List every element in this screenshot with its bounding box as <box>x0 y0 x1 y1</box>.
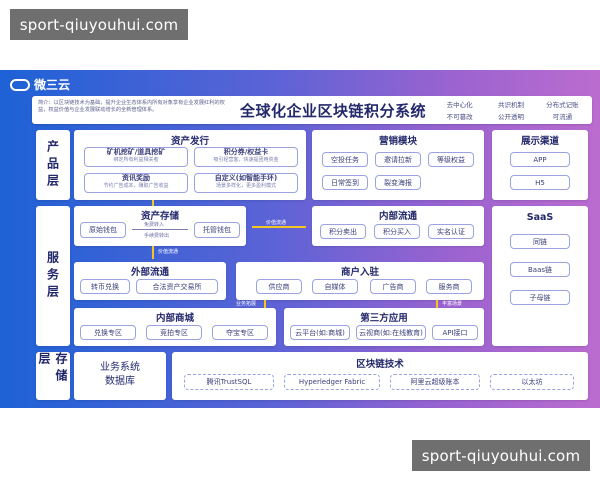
merchant-item: 自媒体 <box>312 279 358 294</box>
mall-item: 夺宝专区 <box>212 325 268 340</box>
saas-item: 同链 <box>510 234 570 249</box>
tag: 去中心化 <box>446 101 473 109</box>
arrow-label: 价值流通 <box>158 249 179 255</box>
diagram-title: 全球化企业区块链积分系统 <box>240 102 427 120</box>
tag: 可流通 <box>552 113 573 121</box>
flow-arrow-down <box>152 246 154 259</box>
internal-mall-panel: 内部商城 兑换专区 竞拍专区 夺宝专区 <box>74 308 276 346</box>
asset-issue-panel: 资产发行 矿机挖矿/道具挖矿绑定所有利益相关者 积分券/权益卡吸引经营客，快速提… <box>74 130 306 200</box>
panel-title: 商户入驻 <box>340 267 379 278</box>
business-db-panel: 业务系统 数据库 <box>74 352 166 400</box>
feature-tags: 去中心化 共识机制 分布式记账 不可篡改 公开透明 可流通 <box>434 99 588 121</box>
flow-arrow-down <box>436 300 438 308</box>
mall-item: 竞拍专区 <box>146 325 202 340</box>
third-party-panel: 第三方应用 云平台(如:商城) 云视商(如:在线教育) API接口 <box>284 308 484 346</box>
third-party-item: 云视商(如:在线教育) <box>356 325 426 340</box>
panel-title: 资产发行 <box>170 136 209 147</box>
architecture-diagram: 微三云 简介：以区块链技术为基础，提升企业生态体系内所有对象享有企业发展红利的权… <box>0 70 600 408</box>
header-description: 简介：以区块链技术为基础，提升企业生态体系内所有对象享有企业发展红利的权益，权益… <box>38 100 225 113</box>
saas-item: 子母链 <box>510 290 570 305</box>
db-sub: 数据库 <box>105 376 135 387</box>
transfer-arrows <box>132 229 188 230</box>
circulation-item: 积分买入 <box>374 224 420 239</box>
arrow-label: 丰富场景 <box>442 301 463 307</box>
merchant-panel: 商户入驻 供应商 自媒体 广告商 服务商 <box>236 262 484 300</box>
blockchain-item: 腾讯TrustSQL <box>184 374 274 390</box>
saas-item: Baas链 <box>510 262 570 277</box>
blockchain-item: 以太坊 <box>490 374 574 390</box>
panel-title: 外部流通 <box>130 267 169 278</box>
blockchain-panel: 区块链技术 腾讯TrustSQL Hyperledger Fabric 阿里云超… <box>172 352 588 400</box>
watermark-top: sport-qiuyouhui.com <box>10 9 188 40</box>
panel-title: 展示渠道 <box>520 136 559 147</box>
row-label-storage: 存储层 <box>36 352 70 400</box>
tag: 分布式记账 <box>546 101 579 109</box>
marketing-item: 裂变海报 <box>375 175 421 190</box>
logo-text: 微三云 <box>34 78 71 92</box>
marketing-item: 等级权益 <box>428 152 474 167</box>
external-item: 转币兑换 <box>80 279 130 294</box>
mall-item: 兑换专区 <box>80 325 136 340</box>
row-label-product: 产品层 <box>36 130 70 200</box>
saas-panel: SaaS 同链 Baas链 子母链 <box>492 206 588 346</box>
merchant-item: 供应商 <box>256 279 302 294</box>
merchant-item: 服务商 <box>426 279 472 294</box>
blockchain-item: 阿里云超级账本 <box>390 374 480 390</box>
circulation-item: 积分卖出 <box>320 224 366 239</box>
logo-cloud-icon <box>10 78 30 91</box>
external-circulation-panel: 外部流通 转币兑换 合法资产交易所 <box>74 262 226 300</box>
flow-arrow-down <box>152 200 154 206</box>
panel-title: SaaS <box>526 212 554 223</box>
tag: 不可篡改 <box>446 113 473 121</box>
arrow-label: 价值流通 <box>266 220 287 226</box>
storage-note: 手续费转出 <box>144 233 170 239</box>
asset-item: 积分券/权益卡吸引经营客，快速提团用资金 <box>194 147 298 167</box>
merchant-item: 广告商 <box>370 279 416 294</box>
channel-item: APP <box>510 152 570 167</box>
asset-item: 资讯奖励节约广告成本，赚取广告收益 <box>84 173 188 193</box>
internal-circulation-panel: 内部流通 积分卖出 积分买入 实名认证 <box>312 206 484 246</box>
wallet-item: 托管钱包 <box>194 222 240 238</box>
header-bar: 简介：以区块链技术为基础，提升企业生态体系内所有对象享有企业发展红利的权益，权益… <box>32 96 592 124</box>
panel-title: 区块链技术 <box>356 359 404 370</box>
channel-item: H5 <box>510 175 570 190</box>
tag: 共识机制 <box>497 101 524 109</box>
third-party-item: API接口 <box>432 325 478 340</box>
channels-panel: 展示渠道 APP H5 <box>492 130 588 200</box>
marketing-item: 邀请拉新 <box>375 152 421 167</box>
tag: 公开透明 <box>497 113 524 121</box>
panel-title: 内部商城 <box>155 313 194 324</box>
marketing-item: 空投任务 <box>322 152 368 167</box>
panel-title: 第三方应用 <box>360 313 408 324</box>
storage-note: 免费转入 <box>144 222 165 228</box>
marketing-item: 日常签到 <box>322 175 368 190</box>
circulation-item: 实名认证 <box>428 224 474 239</box>
asset-item: 自定义(如智能手环)场景多样化，更多盈利模式 <box>194 173 298 193</box>
arrow-label: 业务拓展 <box>236 301 257 307</box>
external-item: 合法资产交易所 <box>136 279 218 294</box>
wallet-item: 原始钱包 <box>80 222 126 238</box>
logo: 微三云 <box>10 76 70 93</box>
panel-title: 资产存储 <box>140 211 179 222</box>
flow-arrow-right <box>252 226 306 228</box>
flow-arrow-down <box>264 300 266 308</box>
panel-title: 内部流通 <box>378 211 417 222</box>
db-title: 业务系统 <box>100 362 140 373</box>
marketing-panel: 营销模块 空投任务 邀请拉新 等级权益 日常签到 裂变海报 <box>312 130 484 200</box>
asset-storage-panel: 资产存储 原始钱包 免费转入 手续费转出 托管钱包 <box>74 206 246 246</box>
third-party-item: 云平台(如:商城) <box>290 325 350 340</box>
watermark-bottom: sport-qiuyouhui.com <box>412 440 590 471</box>
row-label-service: 服务层 <box>36 206 70 346</box>
asset-item: 矿机挖矿/道具挖矿绑定所有利益相关者 <box>84 147 188 167</box>
blockchain-item: Hyperledger Fabric <box>284 374 380 390</box>
panel-title: 营销模块 <box>378 136 417 147</box>
